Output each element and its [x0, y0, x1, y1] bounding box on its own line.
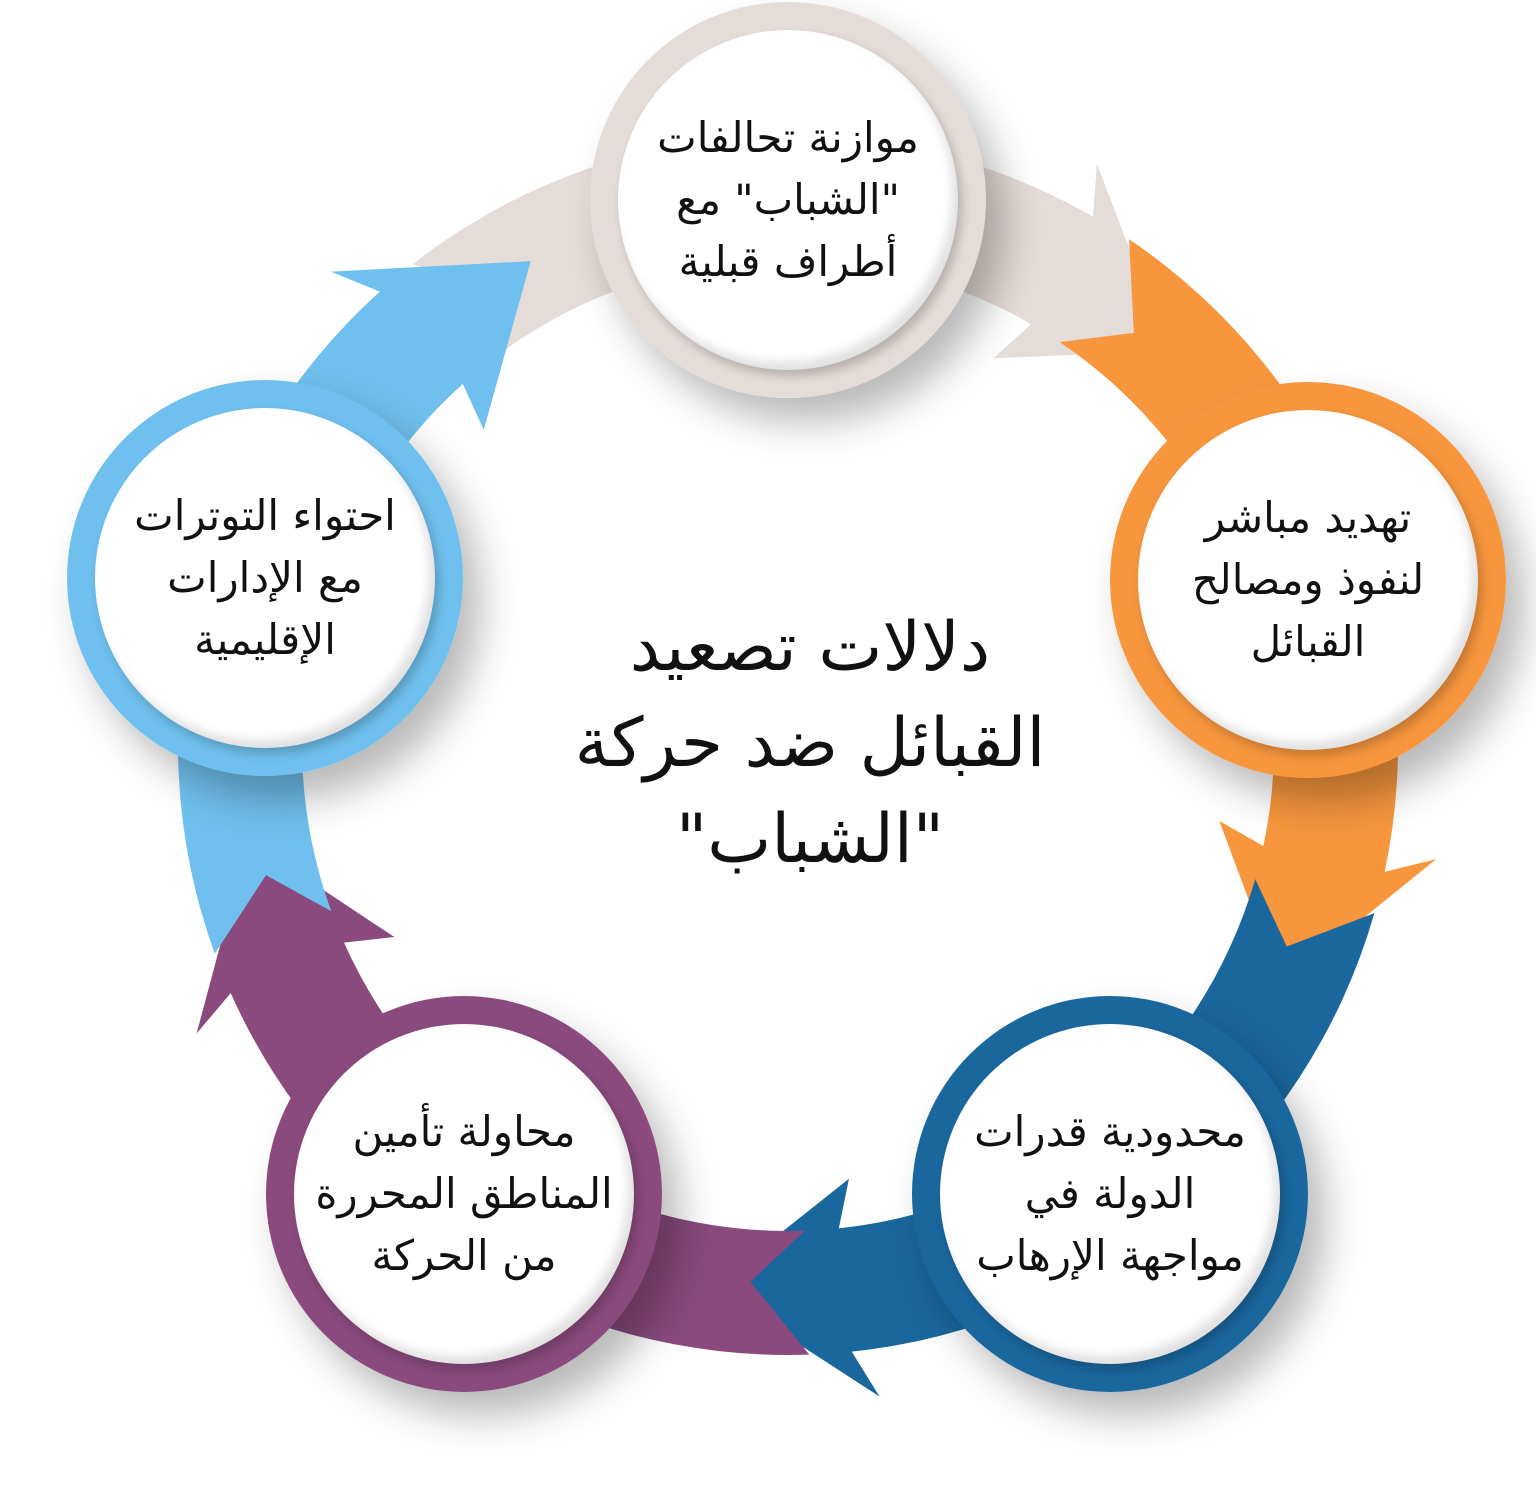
node-text: من الحركة: [371, 1231, 557, 1280]
node-text: "الشباب" مع: [676, 175, 900, 224]
node-text: محدودية قدرات: [974, 1107, 1246, 1156]
node-text: لنفوذ ومصالح: [1191, 555, 1425, 604]
arrow-bottom-right: [711, 878, 1375, 1397]
node-text: احتواء التوترات: [134, 491, 396, 540]
node-text: تهديد مباشر: [1204, 493, 1412, 542]
title-line: القبائل ضد حركة: [574, 704, 1046, 783]
node-bottom-left: محاولة تأمين المناطق المحررة من الحركة: [266, 996, 662, 1392]
node-text: القبائل: [1250, 617, 1366, 666]
center-title: دلالات تصعيد القبائل ضد حركة "الشباب": [520, 600, 1100, 888]
node-bottom-right: محدودية قدرات الدولة في مواجهة الإرهاب: [912, 996, 1308, 1392]
node-text: الإقليمية: [194, 615, 336, 664]
node-text: مع الإدارات: [167, 553, 363, 602]
title-line: دلالات تصعيد: [629, 608, 991, 687]
arrow-right: [1059, 239, 1437, 986]
node-right: تهديد مباشر لنفوذ ومصالح القبائل: [1110, 382, 1506, 778]
node-text: أطراف قبلية: [678, 237, 898, 286]
node-text: الدولة في: [1024, 1169, 1196, 1218]
node-left: احتواء التوترات مع الإدارات الإقليمية: [67, 380, 463, 776]
node-text: مواجهة الإرهاب: [976, 1231, 1244, 1280]
node-top: موازنة تحالفات "الشباب" مع أطراف قبلية: [590, 2, 986, 398]
node-text: موازنة تحالفات: [657, 113, 919, 162]
title-line: "الشباب": [675, 800, 945, 879]
node-text: المناطق المحررة: [315, 1169, 613, 1218]
node-text: محاولة تأمين: [352, 1107, 576, 1156]
